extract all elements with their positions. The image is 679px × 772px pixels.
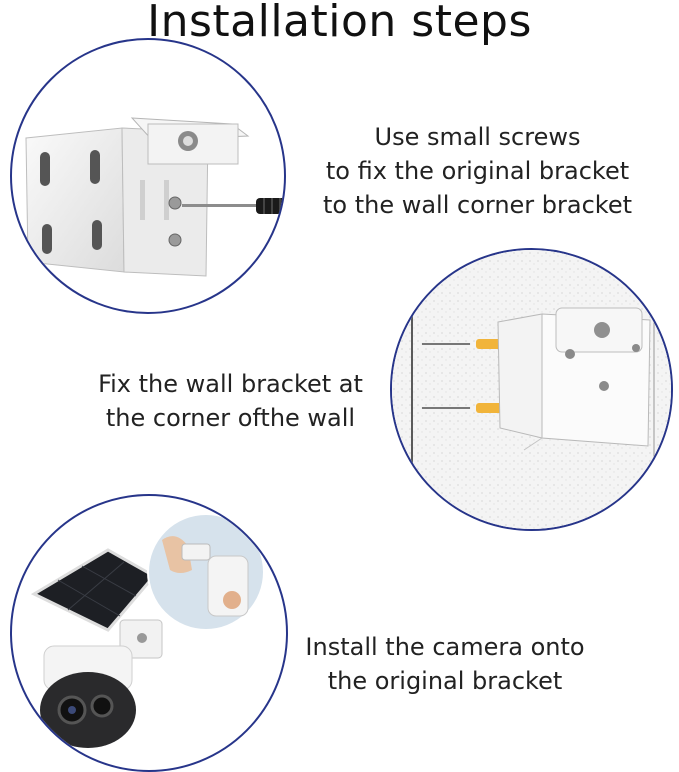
screwdriver-icon: [182, 198, 284, 214]
step-3-caption: Install the camera onto the original bra…: [290, 630, 600, 698]
caption-line: the corner ofthe wall: [105, 404, 356, 432]
caption-line: Fix the wall bracket at: [98, 370, 363, 398]
step-3-image: [10, 494, 288, 772]
camera-icon: [40, 645, 136, 748]
caption-line: Use small screws: [374, 123, 581, 151]
wall-bracket-icon: [392, 250, 671, 529]
caption-line: to the wall corner bracket: [322, 191, 633, 219]
step-1-caption: Use small screws to fix the original bra…: [300, 120, 655, 222]
page-title: Installation steps: [147, 0, 532, 47]
step-2-image: [390, 248, 673, 531]
caption-line: to fix the original bracket: [325, 157, 630, 185]
step-1-image: [10, 38, 286, 314]
hand-icon: [162, 536, 211, 573]
caption-line: the original bracket: [327, 667, 563, 695]
corner-bracket-icon: [25, 117, 284, 277]
step-2-caption: Fix the wall bracket at the corner ofthe…: [68, 367, 393, 435]
solar-panel-icon: [30, 548, 157, 632]
caption-line: Install the camera onto: [305, 633, 585, 661]
